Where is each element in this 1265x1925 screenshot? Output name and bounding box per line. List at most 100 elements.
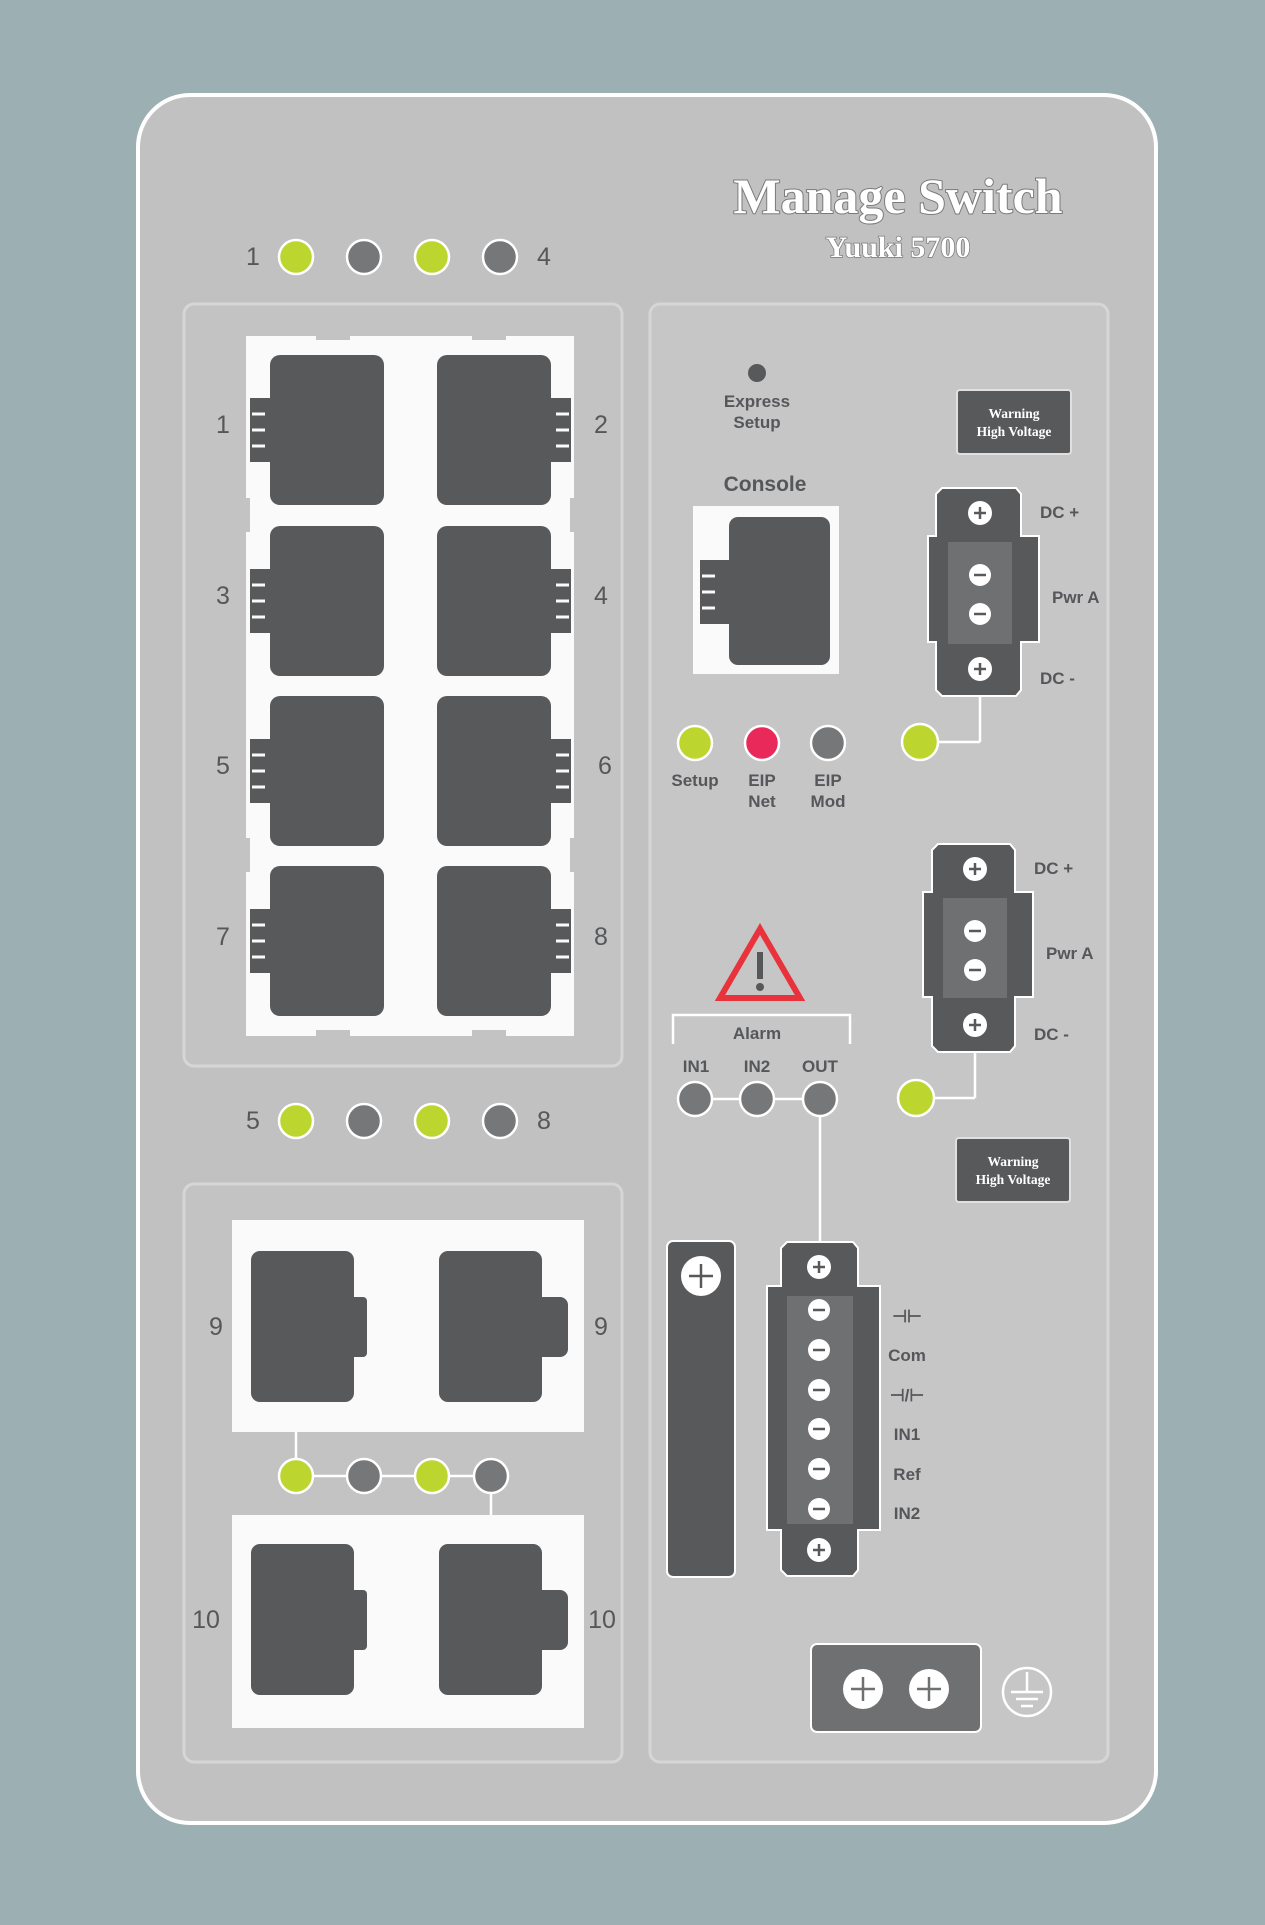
power-a1-led (900, 722, 940, 762)
alarm-in2-led (738, 1080, 776, 1118)
rj45-notch (240, 838, 250, 872)
mid-led-label-right: 8 (537, 1107, 551, 1135)
eip-mod-label-2: Mod (811, 792, 846, 811)
warning-label-top (956, 389, 1072, 455)
relay-label-ref: Ref (893, 1465, 921, 1484)
top-led-4 (481, 238, 519, 276)
sfp-led-4 (472, 1457, 510, 1495)
eip-mod-label-1: EIP (814, 771, 841, 790)
sfp-label-9-left: 9 (209, 1313, 223, 1341)
power-a1-terminal[interactable] (927, 487, 1040, 697)
alarm-bracket (671, 1013, 852, 1044)
rj45-notch (472, 330, 506, 340)
power-a1-label: Pwr A (1052, 588, 1100, 607)
relay-label-nc: ⊣/⊢ (890, 1386, 924, 1405)
warning-label-bottom (955, 1137, 1071, 1203)
express-setup-button[interactable] (748, 364, 766, 382)
eip-net-label-2: Net (748, 792, 776, 811)
warning-top-line1: Warning (988, 406, 1039, 421)
rj45-label-right-4: 8 (594, 923, 608, 951)
rj45-port-5[interactable] (250, 696, 384, 846)
rj45-port-8[interactable] (437, 866, 571, 1016)
alarm-out-led (801, 1080, 839, 1118)
sfp-port-9b[interactable] (439, 1251, 568, 1402)
setup-led-label: Setup (671, 771, 718, 790)
rj45-notch (316, 1030, 350, 1040)
eip-mod-led (809, 724, 847, 762)
mid-led-2 (345, 1102, 383, 1140)
brand-model: Yuuki 5700 (826, 231, 971, 264)
power-a2-dc-plus: DC + (1034, 859, 1073, 878)
rj45-notch (316, 330, 350, 340)
rj45-label-right-2: 4 (594, 582, 608, 610)
mid-led-3 (413, 1102, 451, 1140)
rj45-port-6[interactable] (437, 696, 571, 846)
sfp-port-9a[interactable] (251, 1251, 367, 1402)
console-port[interactable] (700, 517, 830, 665)
sfp-label-10-left: 10 (192, 1606, 220, 1634)
sfp-port-10b[interactable] (439, 1544, 568, 1695)
sfp-label-10-right: 10 (588, 1606, 616, 1634)
top-led-label-left: 1 (246, 243, 260, 271)
alarm-title: Alarm (733, 1024, 781, 1043)
power-a1-dc-minus: DC - (1040, 669, 1075, 688)
sfp-led-2 (345, 1457, 383, 1495)
express-setup-label-2: Setup (733, 413, 780, 432)
relay-label-in1: IN1 (894, 1425, 920, 1444)
rj45-port-1[interactable] (250, 355, 384, 505)
express-setup-label-1: Express (724, 392, 790, 411)
rj45-port-7[interactable] (250, 866, 384, 1016)
top-led-1 (277, 238, 315, 276)
alarm-in2-label: IN2 (744, 1057, 770, 1076)
alarm-in1-led (676, 1080, 714, 1118)
top-led-3 (413, 238, 451, 276)
warning-bottom-line2: High Voltage (976, 1172, 1051, 1187)
rj45-port-2[interactable] (437, 355, 571, 505)
power-a2-dc-minus: DC - (1034, 1025, 1069, 1044)
alarm-out-label: OUT (802, 1057, 839, 1076)
rj45-label-right-3: 6 (598, 752, 612, 780)
rj45-notch (570, 838, 580, 872)
top-led-2 (345, 238, 383, 276)
rj45-label-left-1: 1 (216, 411, 230, 439)
setup-led (676, 724, 714, 762)
warning-top-line2: High Voltage (977, 424, 1052, 439)
power-a2-led (896, 1078, 936, 1118)
power-a2-label: Pwr A (1046, 944, 1094, 963)
ground-terminal[interactable] (810, 1643, 982, 1733)
rj45-label-left-2: 3 (216, 582, 230, 610)
mid-led-4 (481, 1102, 519, 1140)
rj45-label-left-3: 5 (216, 752, 230, 780)
rj45-port-4[interactable] (437, 526, 571, 676)
relay-terminal-block[interactable] (766, 1241, 881, 1577)
warning-bottom-line1: Warning (987, 1154, 1038, 1169)
rj45-notch (240, 498, 250, 532)
top-led-label-right: 4 (537, 243, 551, 271)
relay-label-in2: IN2 (894, 1504, 920, 1523)
mounting-rail (666, 1240, 736, 1578)
relay-label-com: Com (888, 1346, 926, 1365)
rj45-label-right-1: 2 (594, 411, 608, 439)
console-label: Console (724, 473, 807, 496)
mid-led-1 (277, 1102, 315, 1140)
sfp-label-9-right: 9 (594, 1313, 608, 1341)
mid-led-label-left: 5 (246, 1107, 260, 1135)
alarm-in1-label: IN1 (683, 1057, 709, 1076)
rj45-port-3[interactable] (250, 526, 384, 676)
eip-net-label-1: EIP (748, 771, 775, 790)
rj45-notch (472, 1030, 506, 1040)
sfp-led-3 (413, 1457, 451, 1495)
sfp-port-10a[interactable] (251, 1544, 367, 1695)
power-a2-terminal[interactable] (922, 843, 1034, 1053)
rj45-notch (570, 498, 580, 532)
power-a1-dc-plus: DC + (1040, 503, 1079, 522)
rj45-label-left-4: 7 (216, 923, 230, 951)
alarm-warning-icon (714, 923, 806, 1001)
relay-label-no: ⊣⊢ (892, 1307, 922, 1326)
brand-title: Manage Switch (733, 168, 1062, 224)
eip-net-led (743, 724, 781, 762)
ground-icon (1001, 1666, 1053, 1718)
sfp-led-1 (277, 1457, 315, 1495)
